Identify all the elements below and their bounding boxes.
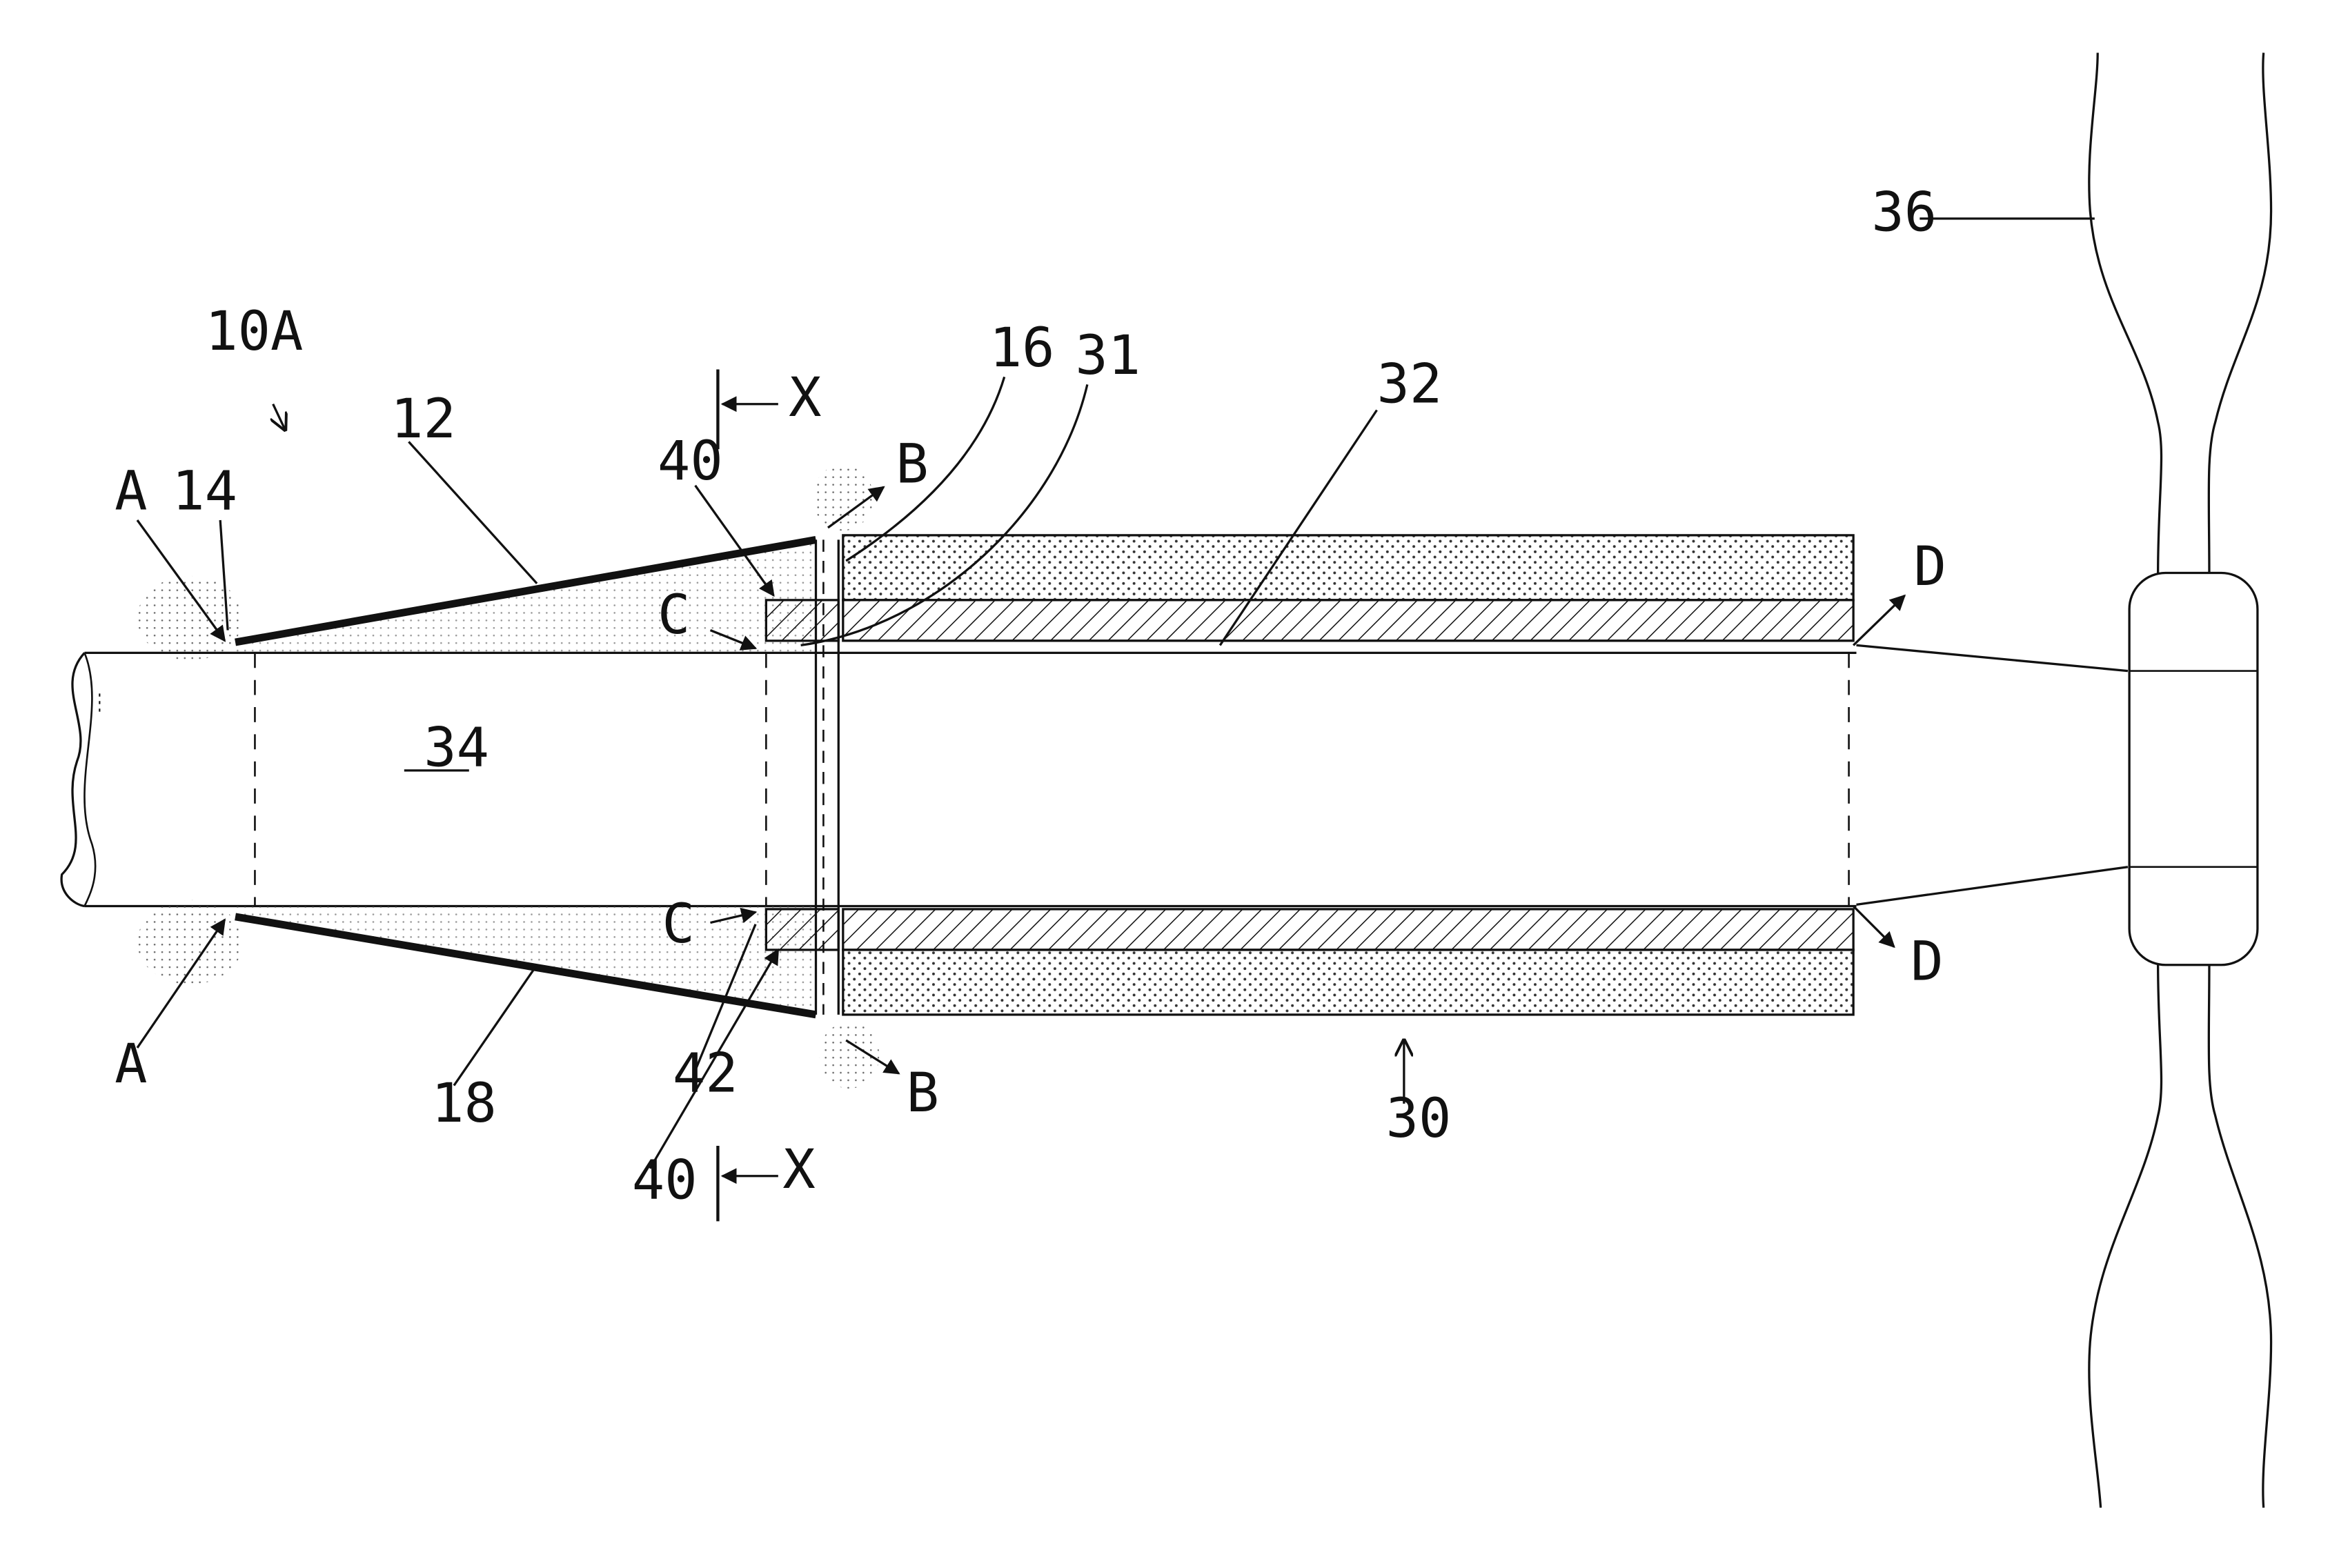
label-16: 16 bbox=[989, 316, 1055, 379]
label-b-bottom: B bbox=[907, 1061, 939, 1124]
label-a-top: A bbox=[115, 459, 147, 523]
label-18: 18 bbox=[431, 1071, 497, 1135]
shaft-34 bbox=[61, 653, 1856, 906]
label-x-bottom: X bbox=[782, 1138, 815, 1201]
label-d-top: D bbox=[1914, 535, 1946, 598]
label-12: 12 bbox=[391, 387, 456, 450]
propeller-36 bbox=[1857, 52, 2271, 1507]
label-c-top: C bbox=[658, 583, 690, 646]
label-b-top: B bbox=[896, 432, 928, 495]
dashed-section-lines bbox=[255, 653, 2257, 906]
label-x-top: X bbox=[789, 366, 821, 429]
reference-labels: 10A A 14 12 40 X B 16 31 32 36 D C 34 C … bbox=[115, 180, 1946, 1211]
label-36: 36 bbox=[1871, 180, 1937, 244]
label-40-top: 40 bbox=[658, 429, 723, 493]
conical-sleeve-12 bbox=[235, 539, 823, 1014]
label-34: 34 bbox=[424, 715, 489, 779]
label-40-bottom: 40 bbox=[632, 1149, 698, 1212]
label-31: 31 bbox=[1075, 324, 1141, 387]
label-c-bottom: C bbox=[662, 892, 695, 955]
collar-40 bbox=[766, 539, 838, 1014]
label-32: 32 bbox=[1377, 353, 1443, 416]
label-a-bottom: A bbox=[115, 1032, 147, 1095]
label-30: 30 bbox=[1386, 1086, 1452, 1150]
label-42: 42 bbox=[673, 1041, 738, 1104]
bearing-housing-30 bbox=[843, 535, 1853, 1015]
label-14: 14 bbox=[172, 459, 237, 523]
label-10a: 10A bbox=[205, 299, 303, 363]
label-d-bottom: D bbox=[1911, 930, 1943, 993]
